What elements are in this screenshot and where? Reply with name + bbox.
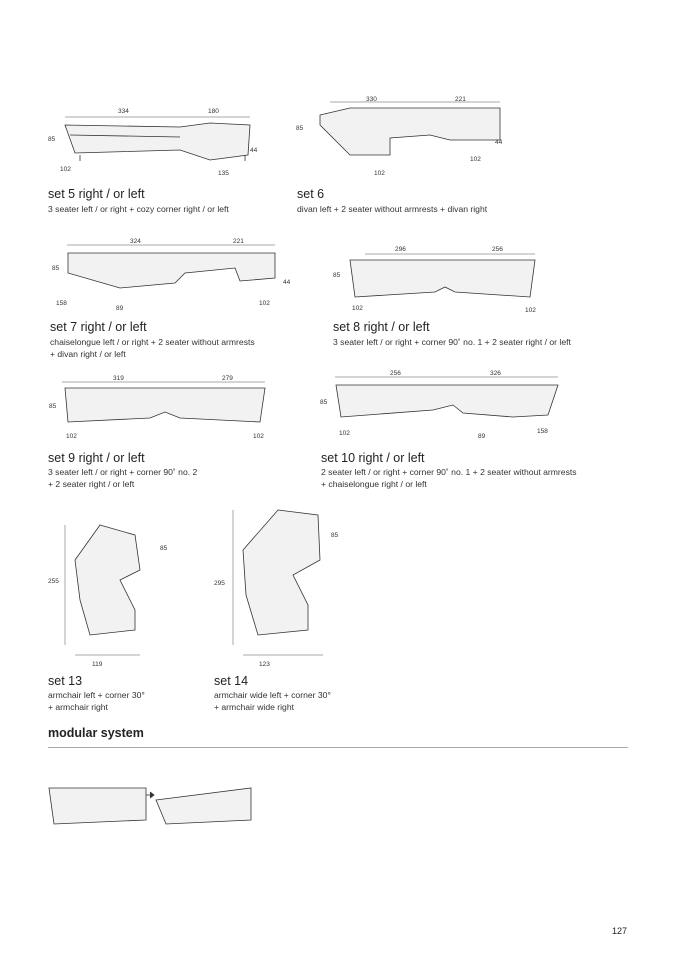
set-description: armchair wide left + corner 30°+ armchai… [214,690,331,712]
dim: 221 [455,96,466,103]
dim: 158 [537,428,548,435]
dim: 102 [259,300,270,307]
set-14-drawing [232,509,323,656]
set-description: 3 seater left / or right + corner 90˚ no… [333,337,571,347]
dim: 102 [525,307,536,314]
dim: 330 [366,96,377,103]
dim: 85 [320,399,328,406]
section-title: modular system [48,726,144,740]
dim: 295 [214,580,225,587]
page-number: 127 [612,926,628,936]
set-title: set 10 right / or left [321,451,425,465]
set-title: set 6 [297,187,325,201]
dim: 326 [490,370,501,377]
set-13-drawing [64,524,141,656]
dim: 102 [352,305,363,312]
set-description: 3 seater left / or right + cozy corner r… [48,204,229,214]
set-title: set 9 right / or left [48,451,145,465]
dim: 44 [495,139,503,146]
dim: 221 [233,238,244,245]
dim: 102 [253,433,264,440]
modular-system-drawing [48,787,252,825]
dim: 319 [113,375,124,382]
dim: 135 [218,170,229,177]
set-description: armchair left + corner 30°+ armchair rig… [48,690,145,712]
set-8-drawing [349,253,536,298]
dim: 89 [478,433,486,440]
dim: 102 [374,170,385,177]
dim: 44 [250,147,258,154]
dim: 279 [222,375,233,382]
dim: 123 [259,661,270,668]
dim: 89 [116,305,124,312]
dim: 85 [333,272,341,279]
dim: 255 [48,578,59,585]
dim: 324 [130,238,141,245]
set-6-drawing [319,101,501,156]
dim: 102 [339,430,350,437]
set-description: 2 seater left / or right + corner 90˚ no… [321,467,577,489]
dim: 180 [208,108,219,115]
set-description: chaiselongue left / or right + 2 seater … [50,337,255,359]
set-5-drawing [64,116,251,161]
set-10-drawing [335,376,559,418]
dim: 256 [390,370,401,377]
dim: 256 [492,246,503,253]
set-description: divan left + 2 seater without armrests +… [297,204,488,214]
divider [48,747,628,748]
dim: 85 [296,125,304,132]
set-title: set 8 right / or left [333,320,430,334]
dim: 85 [331,532,339,539]
set-9-drawing [62,381,266,423]
set-title: set 14 [214,674,249,688]
dim: 334 [118,108,129,115]
dim: 85 [49,403,57,410]
set-title: set 7 right / or left [50,320,147,334]
dim: 119 [92,661,103,668]
dim: 296 [395,246,406,253]
dim: 85 [52,265,60,272]
set-title: set 13 [48,674,83,688]
dim: 158 [56,300,67,307]
dim: 85 [160,545,168,552]
dim: 44 [283,279,291,286]
set-7-drawing [67,244,276,289]
set-title: set 5 right / or left [48,187,145,201]
dim: 102 [66,433,77,440]
dim: 85 [48,136,56,143]
dim: 102 [470,156,481,163]
dim: 102 [60,166,71,173]
set-description: 3 seater left / or right + corner 90˚ no… [48,467,198,489]
